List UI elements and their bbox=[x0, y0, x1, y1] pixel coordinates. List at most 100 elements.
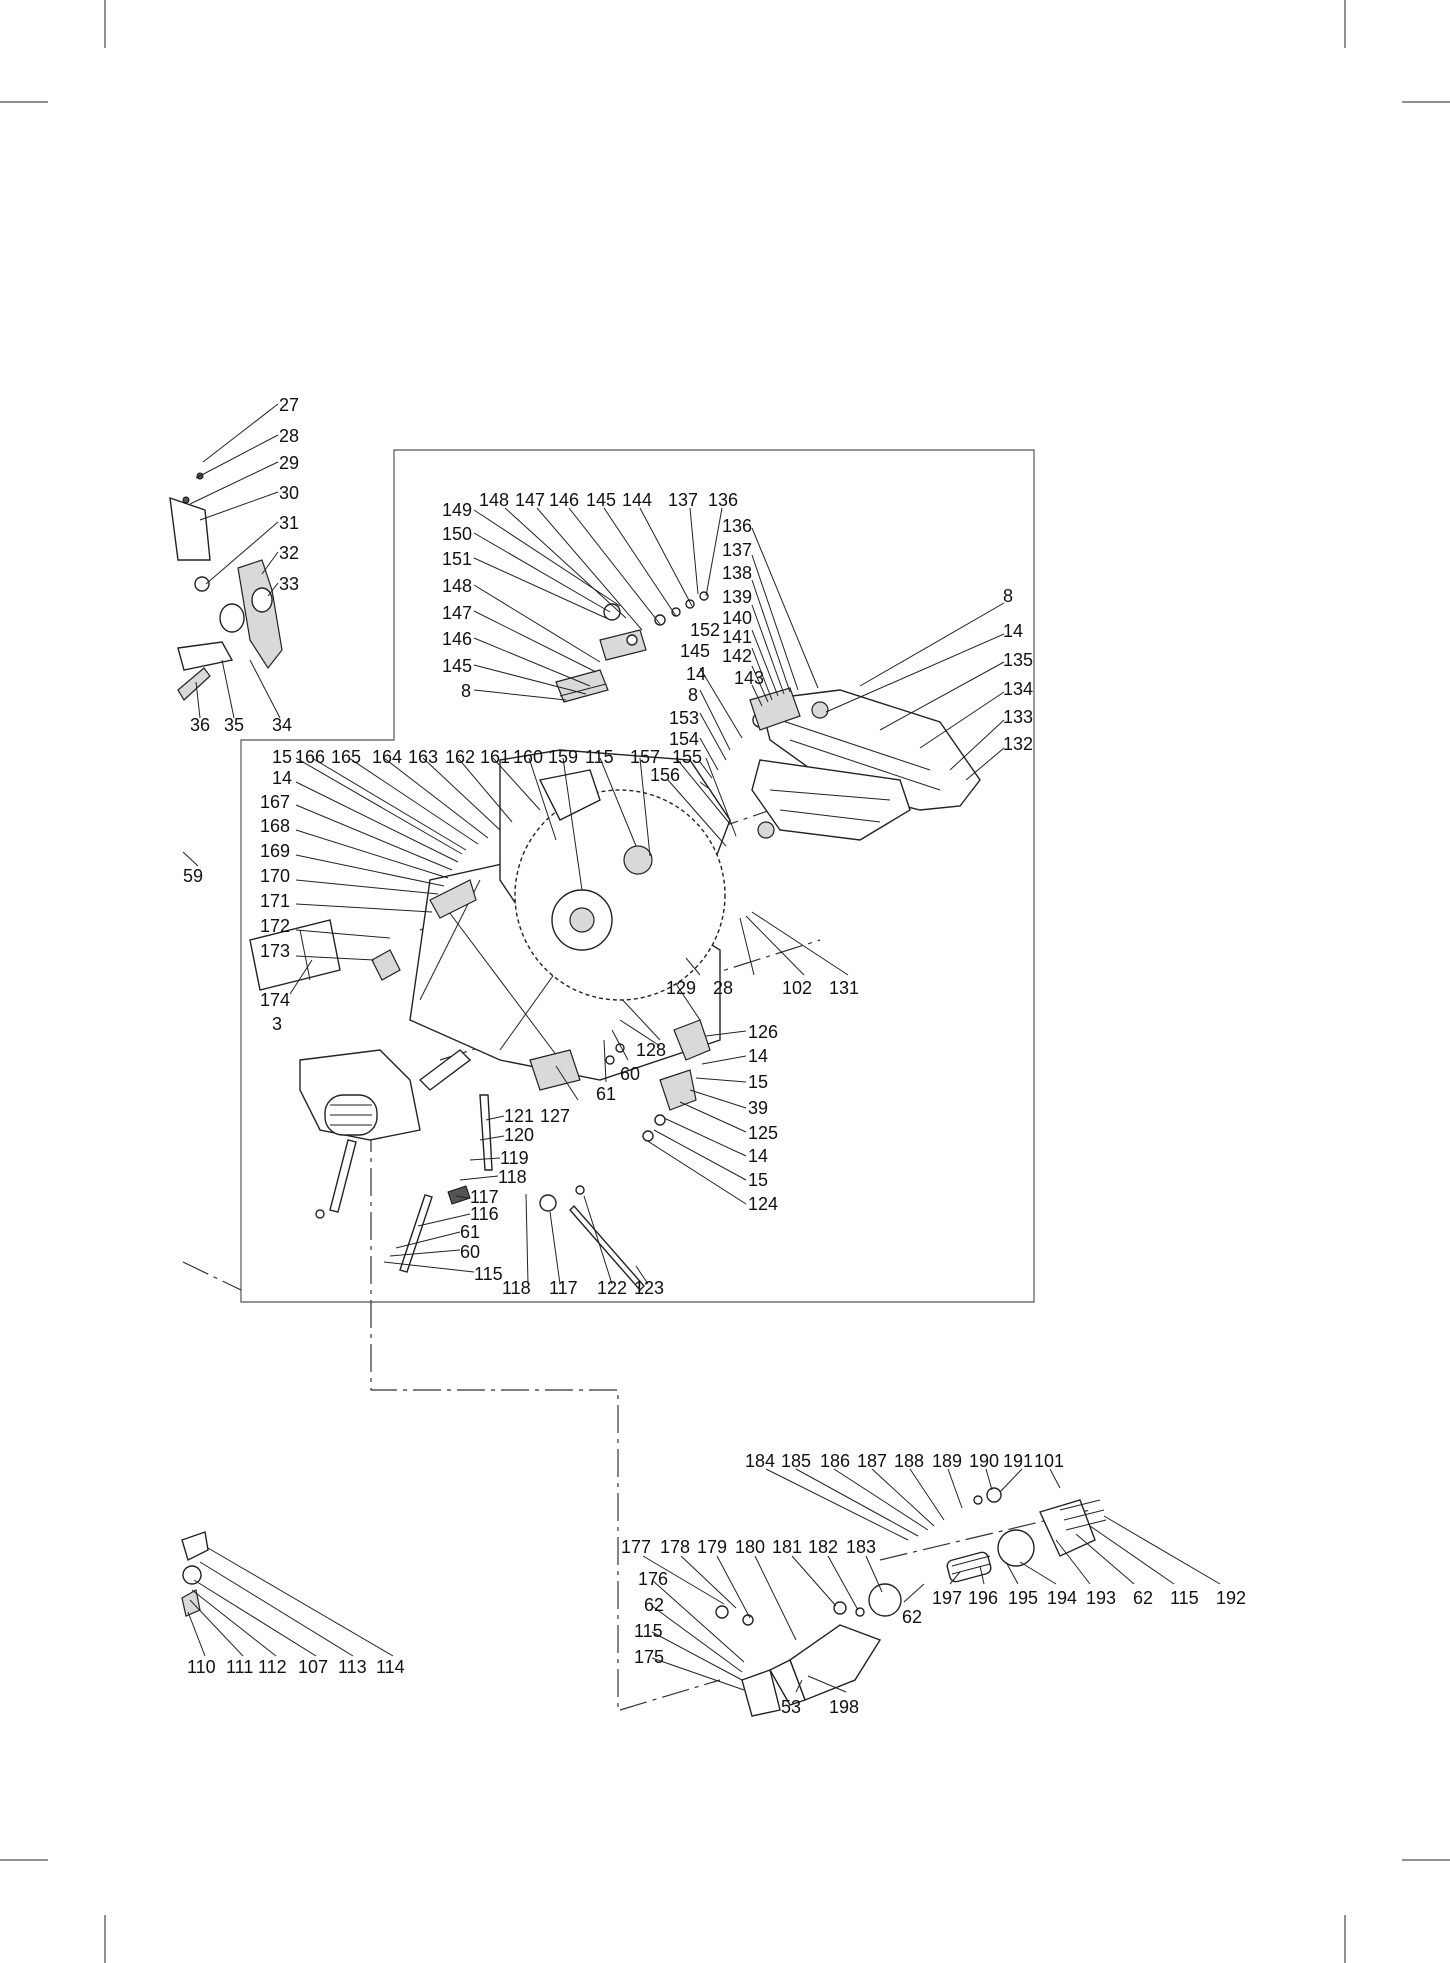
callout-label: 36 bbox=[190, 715, 210, 735]
callout-label: 62 bbox=[644, 1595, 664, 1615]
callout-label: 148 bbox=[442, 576, 472, 596]
callout-label: 61 bbox=[460, 1222, 480, 1242]
callout-label: 147 bbox=[515, 490, 545, 510]
callout-label: 14 bbox=[272, 768, 292, 788]
motor-assembly-drawing bbox=[715, 1487, 1107, 1717]
callout-label: 178 bbox=[660, 1537, 690, 1557]
bottom-left-part-drawing bbox=[181, 1531, 209, 1617]
arm-mount-drawing bbox=[299, 1049, 645, 1292]
callout-label: 126 bbox=[748, 1022, 778, 1042]
switch-parts-drawing bbox=[605, 1019, 711, 1142]
callout-label: 153 bbox=[669, 708, 699, 728]
callout-label: 115 bbox=[585, 747, 614, 767]
callout-label: 33 bbox=[279, 574, 299, 594]
callout-label: 185 bbox=[781, 1451, 811, 1471]
callout-label: 190 bbox=[969, 1451, 999, 1471]
leader-lines bbox=[182, 403, 1221, 1693]
callout-label: 32 bbox=[279, 543, 299, 563]
callout-label: 115 bbox=[634, 1621, 663, 1641]
callout-label: 29 bbox=[279, 453, 299, 473]
callout-label: 148 bbox=[479, 490, 509, 510]
callout-label: 195 bbox=[1008, 1588, 1038, 1608]
callout-label: 162 bbox=[445, 747, 475, 767]
callout-label: 118 bbox=[498, 1167, 527, 1187]
callout-label: 164 bbox=[372, 747, 402, 767]
callout-labels: 27 28 29 30 31 32 33 34 35 36 59 149 148… bbox=[183, 395, 1246, 1717]
callout-label: 145 bbox=[442, 656, 472, 676]
callout-label: 198 bbox=[829, 1697, 859, 1717]
callout-label: 187 bbox=[857, 1451, 887, 1471]
callout-label: 181 bbox=[772, 1537, 802, 1557]
callout-label: 163 bbox=[408, 747, 438, 767]
callout-label: 132 bbox=[1003, 734, 1033, 754]
callout-label: 30 bbox=[279, 483, 299, 503]
callout-label: 60 bbox=[460, 1242, 480, 1262]
callout-label: 137 bbox=[722, 540, 752, 560]
callout-label: 140 bbox=[722, 608, 752, 628]
callout-label: 160 bbox=[513, 747, 543, 767]
callout-label: 150 bbox=[442, 524, 472, 544]
callout-label: 112 bbox=[258, 1657, 287, 1677]
callout-label: 184 bbox=[745, 1451, 775, 1471]
callout-label: 176 bbox=[638, 1569, 668, 1589]
callout-label: 149 bbox=[442, 500, 472, 520]
callout-label: 189 bbox=[932, 1451, 962, 1471]
callout-label: 177 bbox=[621, 1537, 651, 1557]
callout-label: 102 bbox=[782, 978, 812, 998]
inset-frame bbox=[240, 449, 1035, 1303]
callout-label: 3 bbox=[272, 1014, 282, 1034]
callout-label: 193 bbox=[1086, 1588, 1116, 1608]
callout-label: 157 bbox=[630, 747, 660, 767]
callout-label: 147 bbox=[442, 603, 472, 623]
callout-label: 129 bbox=[666, 978, 696, 998]
handle-assembly-drawing bbox=[169, 472, 283, 701]
callout-label: 110 bbox=[187, 1657, 216, 1677]
callout-label: 165 bbox=[331, 747, 361, 767]
callout-label: 60 bbox=[620, 1064, 640, 1084]
callout-label: 120 bbox=[504, 1125, 534, 1145]
callout-label: 136 bbox=[708, 490, 738, 510]
callout-label: 155 bbox=[672, 747, 702, 767]
callout-label: 115 bbox=[474, 1264, 503, 1284]
callout-label: 27 bbox=[279, 395, 299, 415]
callout-label: 186 bbox=[820, 1451, 850, 1471]
upper-guard-drawing bbox=[749, 687, 981, 841]
callout-label: 154 bbox=[669, 729, 699, 749]
callout-label: 135 bbox=[1003, 650, 1033, 670]
callout-label: 35 bbox=[224, 715, 244, 735]
callout-label: 134 bbox=[1003, 679, 1033, 699]
callout-label: 31 bbox=[279, 513, 299, 533]
callout-label: 107 bbox=[298, 1657, 328, 1677]
callout-label: 122 bbox=[597, 1278, 627, 1298]
callout-label: 118 bbox=[502, 1278, 531, 1298]
callout-label: 146 bbox=[549, 490, 579, 510]
callout-label: 15 bbox=[272, 747, 292, 767]
callout-label: 113 bbox=[338, 1657, 367, 1677]
callout-label: 171 bbox=[260, 891, 290, 911]
callout-label: 196 bbox=[968, 1588, 998, 1608]
callout-label: 127 bbox=[540, 1106, 570, 1126]
callout-label: 39 bbox=[748, 1098, 768, 1118]
callout-label: 34 bbox=[272, 715, 292, 735]
callout-label: 131 bbox=[829, 978, 859, 998]
callout-label: 156 bbox=[650, 765, 680, 785]
callout-label: 8 bbox=[688, 685, 698, 705]
callout-label: 151 bbox=[442, 549, 472, 569]
callout-label: 115 bbox=[1170, 1588, 1199, 1608]
callout-label: 144 bbox=[622, 490, 652, 510]
callout-label: 59 bbox=[183, 866, 203, 886]
callout-label: 124 bbox=[748, 1194, 778, 1214]
callout-label: 62 bbox=[1133, 1588, 1153, 1608]
callout-label: 133 bbox=[1003, 707, 1033, 727]
callout-label: 197 bbox=[932, 1588, 962, 1608]
callout-label: 121 bbox=[504, 1106, 534, 1126]
callout-label: 180 bbox=[735, 1537, 765, 1557]
callout-label: 152 bbox=[690, 620, 720, 640]
callout-label: 136 bbox=[722, 516, 752, 536]
callout-label: 170 bbox=[260, 866, 290, 886]
callout-label: 167 bbox=[260, 792, 290, 812]
callout-label: 28 bbox=[713, 978, 733, 998]
